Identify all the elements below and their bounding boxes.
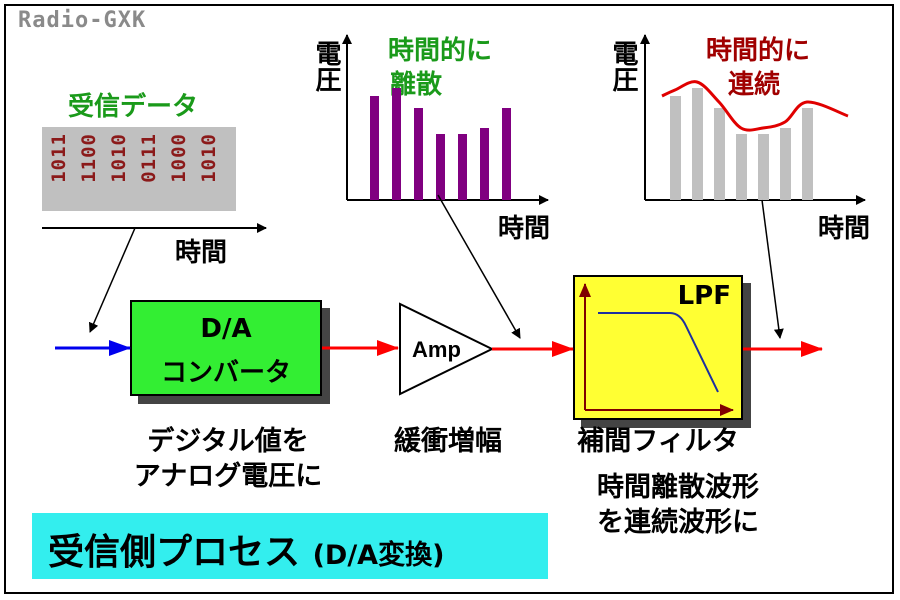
lpf-description-line1: 時間離散波形 (597, 472, 759, 503)
received-data-time-label: 時間 (175, 238, 228, 268)
discrete-bar-7 (502, 108, 511, 200)
lpf-response-curve (598, 312, 719, 393)
banner-main: 受信側プロセス (48, 532, 301, 573)
dac-caption: デジタル値を アナログ電圧に (112, 424, 344, 494)
continuous-bar-4 (736, 134, 747, 200)
discrete-bar-1 (370, 96, 379, 200)
lpf-description-line2: を連続波形に (597, 507, 759, 538)
discrete-bar-4 (436, 134, 445, 200)
amp-triangle (399, 302, 495, 396)
dac-label-line2: コンバータ (160, 358, 291, 388)
continuous-ylabel: 電圧 (608, 40, 638, 92)
dac-caption-line2: アナログ電圧に (133, 461, 323, 492)
process-banner: 受信側プロセス (D/A変換) (32, 513, 548, 579)
banner-sub: (D/A変換) (312, 540, 445, 571)
continuous-xlabel: 時間 (818, 214, 871, 244)
pointer-discrete-to-amp-output (437, 194, 521, 339)
discrete-xlabel: 時間 (498, 214, 551, 244)
lpf-block: LPF (573, 275, 743, 420)
amp-label: Amp (412, 337, 461, 362)
pointer-continuous-to-output (761, 199, 784, 339)
discrete-bar-5 (458, 134, 467, 200)
discrete-bar-6 (480, 128, 489, 200)
lpf-caption: 補間フィルタ (577, 426, 739, 457)
continuous-title-line2: 連続 (728, 70, 781, 100)
lpf-label: LPF (677, 281, 731, 311)
discrete-title-line1: 時間的に (388, 36, 493, 66)
lpf-description: 時間離散波形 を連続波形に (568, 470, 788, 540)
continuous-bar-1 (670, 96, 681, 200)
continuous-bar-6 (780, 128, 791, 200)
discrete-bar-3 (414, 108, 423, 200)
dac-block: D/A コンバータ (130, 300, 322, 396)
discrete-ylabel: 電圧 (311, 40, 341, 92)
continuous-bar-5 (758, 134, 769, 200)
diagram-frame (4, 4, 894, 594)
discrete-bar-2 (392, 88, 401, 200)
dac-label-line1: D/A (200, 314, 252, 344)
received-data-title: 受信データ (68, 92, 199, 122)
continuous-bar-2 (692, 88, 703, 200)
continuous-bar-7 (802, 108, 813, 200)
banner-text: 受信側プロセス (D/A変換) (48, 523, 444, 575)
continuous-bar-3 (714, 108, 725, 200)
continuous-title-line1: 時間的に (706, 36, 811, 66)
received-data-box: 1011 1100 1010 0111 1000 1010 (42, 127, 236, 211)
continuous-waveform-curve (661, 80, 849, 132)
watermark-text: Radio-GXK (18, 8, 147, 33)
amp-caption: 緩衝増幅 (394, 426, 502, 457)
pointer-data-to-input (88, 227, 136, 333)
dac-caption-line1: デジタル値を (147, 426, 309, 457)
